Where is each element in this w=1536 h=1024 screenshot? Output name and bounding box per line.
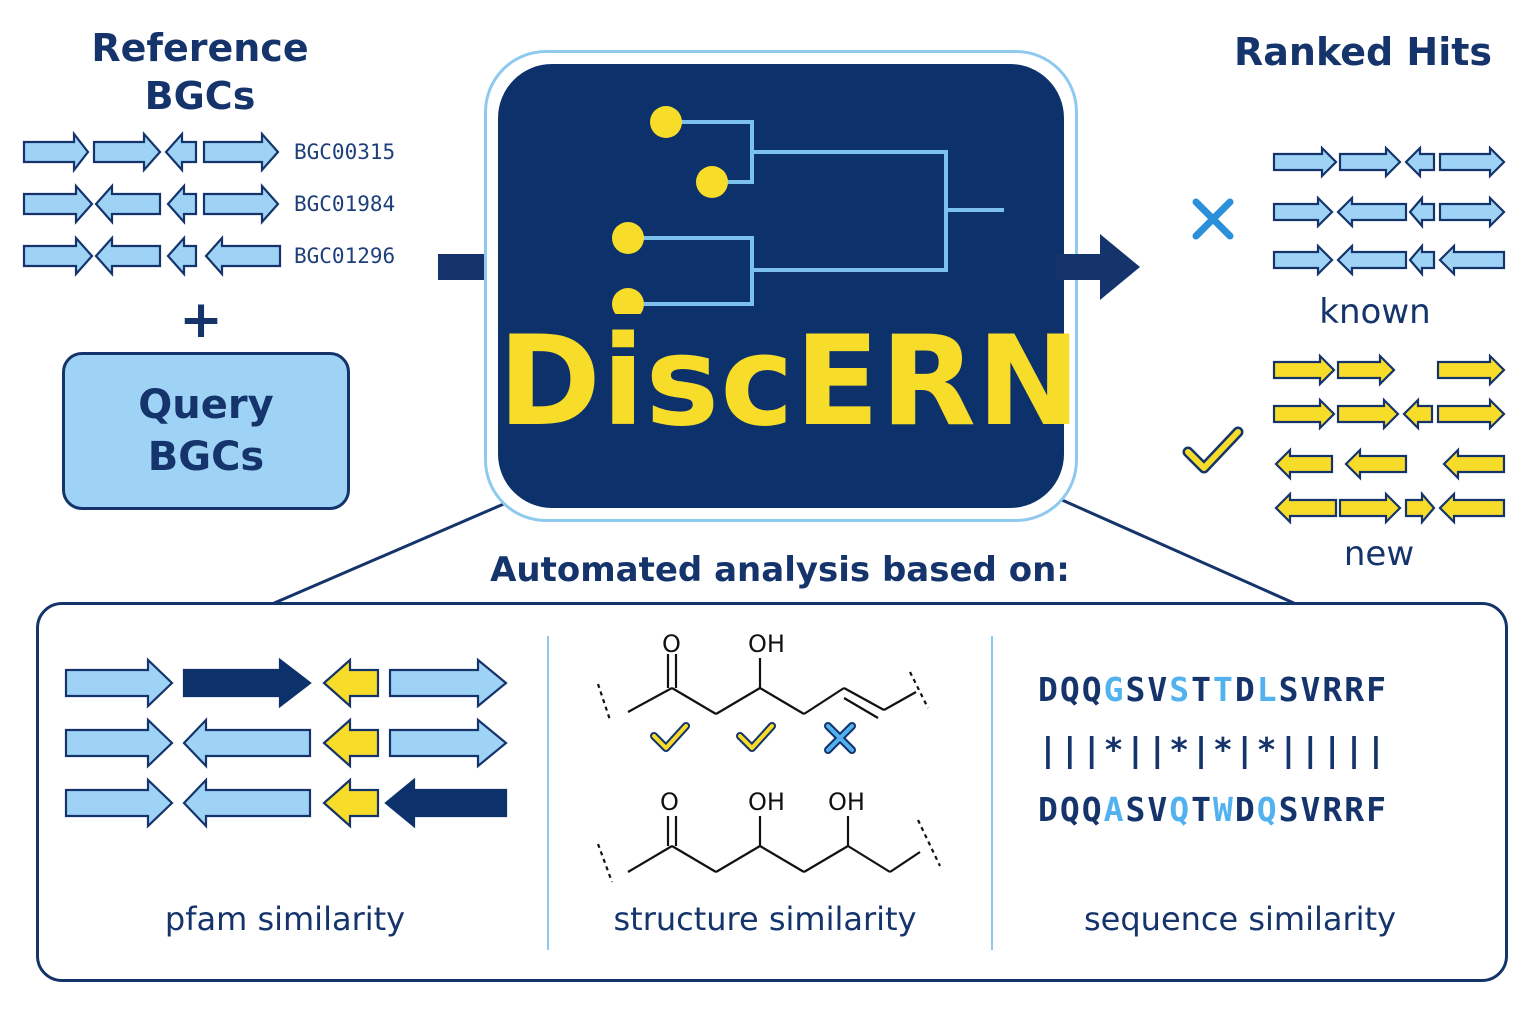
structure-top-oh: OH [748, 630, 785, 658]
sequence-residue: F [1366, 670, 1388, 709]
sequence-residue: R [1344, 670, 1367, 709]
known-hit-tracks: .kb{fill:#9fd3f6;stroke:#14346b;stroke-w… [1272, 145, 1506, 277]
sequence-residue: S [1278, 670, 1301, 709]
bgc-track-1 [22, 130, 280, 174]
bgc-label-3: BGC01296 [294, 244, 396, 268]
structure-similarity-label: structure similarity [613, 900, 917, 938]
structure-molecules: O OH O OH OH [596, 630, 941, 883]
discern-logo-badge [498, 64, 1064, 508]
bgc-label-2: BGC01984 [294, 192, 396, 216]
sequence-residue: S [1169, 670, 1192, 709]
structure-bottom-o: O [660, 788, 679, 816]
sequence-bottom: DQQASVQTWDQSVRRF [1038, 790, 1388, 829]
sequence-residue: Q [1059, 790, 1082, 829]
query-bgcs-label: Query BGCs [138, 382, 274, 480]
sequence-residue: S [1125, 670, 1148, 709]
sequence-residue: R [1322, 670, 1345, 709]
sequence-residue: Q [1059, 670, 1082, 709]
dendrogram-icon [612, 106, 1004, 314]
sequence-residue: T [1213, 670, 1235, 709]
sequence-residue: L [1256, 670, 1279, 709]
sequence-residue: A [1103, 790, 1126, 829]
sequence-residue: V [1300, 790, 1323, 829]
ranked-hits-title: Ranked Hits [1233, 30, 1493, 74]
structure-top-o: O [662, 630, 681, 658]
discern-logo-text: DiscERN [498, 310, 1082, 454]
sequence-residue: T [1191, 670, 1213, 709]
sequence-match-line: |||*||*|*|*||||| [1038, 730, 1388, 769]
arrow-right-icon [1056, 234, 1140, 300]
sequence-residue: G [1103, 670, 1126, 709]
pfam-domain-tracks: .pl{fill:#9fd3f6;stroke:#14346b;stroke-w… [64, 657, 508, 829]
sequence-residue: T [1191, 790, 1213, 829]
check-icon [736, 722, 776, 752]
new-label: new [1343, 534, 1415, 574]
sequence-residue: D [1038, 670, 1060, 709]
sequence-residue: D [1234, 670, 1257, 709]
sequence-residue: V [1147, 790, 1170, 829]
sequence-top: DQQGSVSTTDLSVRRF [1038, 670, 1388, 709]
sequence-residue: R [1344, 790, 1367, 829]
check-icon [1182, 426, 1244, 474]
sequence-residue: D [1038, 790, 1060, 829]
bgc-track-3 [22, 235, 282, 277]
analysis-title: Automated analysis based on: [490, 550, 1070, 590]
structure-bottom-oh2: OH [828, 788, 865, 816]
bgc-track-2 [22, 183, 280, 225]
cross-icon [1192, 198, 1234, 240]
sequence-residue: S [1278, 790, 1301, 829]
sequence-top-text: DQQGSVSTTDLSVRRF [1038, 670, 1388, 709]
known-label: known [1319, 292, 1431, 332]
structure-bottom-oh1: OH [748, 788, 785, 816]
sequence-residue: S [1125, 790, 1148, 829]
bgc-label-1: BGC00315 [294, 140, 396, 164]
sequence-residue: Q [1081, 670, 1104, 709]
sequence-residue: Q [1081, 790, 1104, 829]
sequence-residue: F [1366, 790, 1388, 829]
sequence-residue: V [1300, 670, 1323, 709]
sequence-residue: Q [1256, 790, 1279, 829]
pfam-similarity-label: pfam similarity [164, 900, 406, 938]
plus-sign: + [179, 290, 223, 350]
sequence-residue: R [1322, 790, 1345, 829]
reference-bgc-tracks: .gb{fill:#9fd3f6;stroke:#14346b;stroke-w… [22, 130, 282, 277]
sequence-residue: Q [1169, 790, 1192, 829]
sequence-bottom-text: DQQASVQTWDQSVRRF [1038, 790, 1388, 829]
new-hit-tracks: .yb{fill:#f7dc2a;stroke:#14346b;stroke-w… [1272, 353, 1506, 525]
sequence-similarity-label: sequence similarity [1083, 900, 1397, 938]
sequence-residue: D [1234, 790, 1257, 829]
sequence-residue: W [1213, 790, 1235, 829]
check-icon [650, 722, 690, 752]
query-bgcs-box: Query BGCs [62, 352, 350, 510]
sequence-residue: V [1147, 670, 1170, 709]
reference-title: Reference BGCs [91, 26, 309, 118]
